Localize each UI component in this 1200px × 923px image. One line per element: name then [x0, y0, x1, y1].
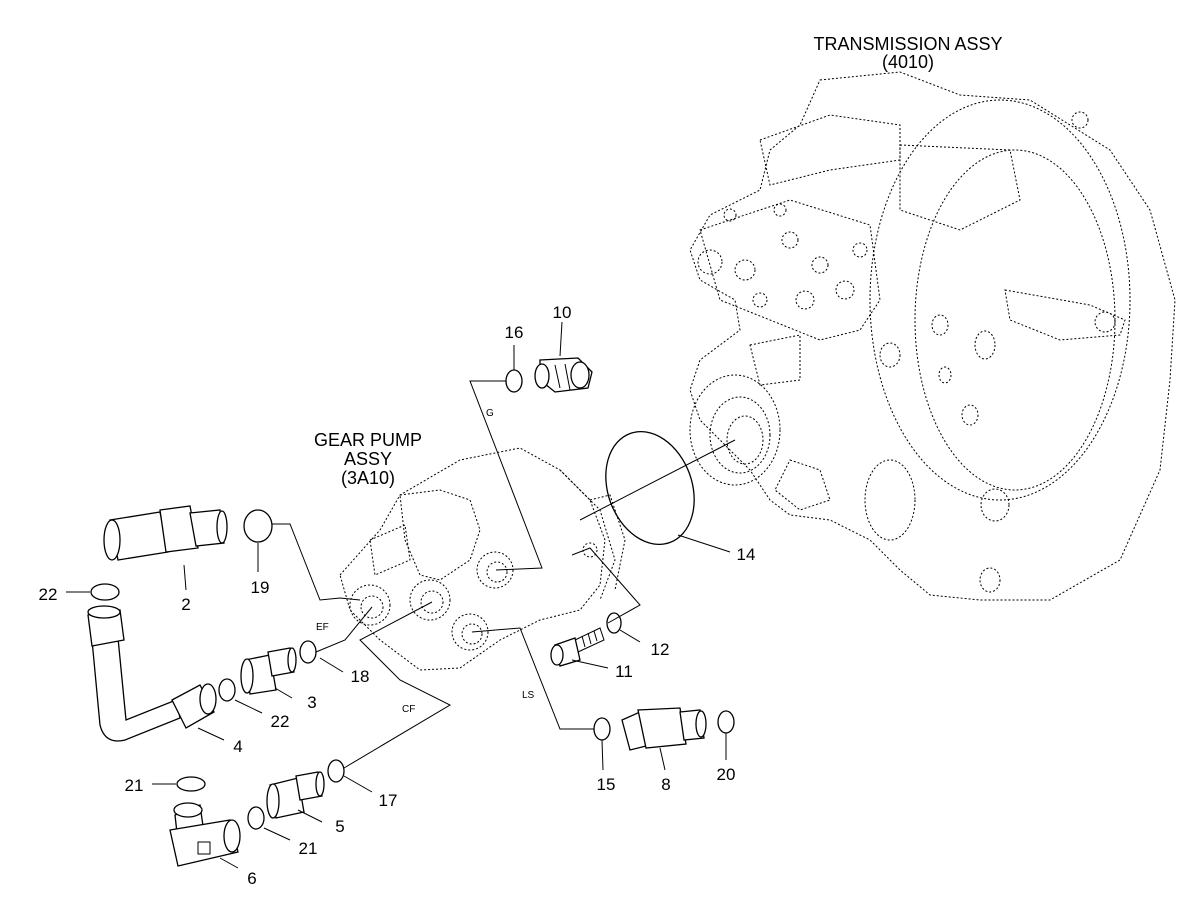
- port-label-g: G: [486, 408, 494, 419]
- adapter-part-5: [266, 771, 325, 819]
- callout-11: 11: [615, 662, 633, 681]
- bolt-part-11: [550, 627, 605, 667]
- callout-22-bottom: 22: [271, 712, 290, 731]
- callout-16: 16: [505, 323, 524, 342]
- gear-pump-assy-code: (3A10): [341, 468, 395, 488]
- tube-part-4: [87, 605, 217, 742]
- callout-12: 12: [651, 640, 670, 659]
- callout-22-top: 22: [39, 585, 58, 604]
- callout-21-top: 21: [125, 776, 144, 795]
- transmission-assy-code: (4010): [882, 52, 934, 72]
- callout-8: 8: [661, 775, 670, 794]
- callout-10: 10: [553, 303, 572, 322]
- fitting-part-2: [103, 505, 228, 561]
- elbow-part-6: [169, 802, 241, 867]
- callout-18: 18: [351, 667, 370, 686]
- callout-19: 19: [251, 578, 270, 597]
- gear-pump-assy-drawing: [339, 447, 626, 671]
- callout-4: 4: [233, 737, 242, 756]
- oring-part-21-bottom: [247, 806, 265, 830]
- transmission-assy-name: TRANSMISSION ASSY: [813, 34, 1002, 54]
- sensor-part-10: [534, 357, 593, 393]
- oring-part-22-bottom: [218, 678, 236, 702]
- port-label-ef: EF: [316, 622, 329, 633]
- gear-pump-assy-name-line2: ASSY: [344, 449, 392, 469]
- oring-part-21-top: [176, 776, 206, 792]
- oring-part-22-top: [90, 583, 120, 601]
- oring-part-19: [243, 509, 273, 543]
- oring-part-16: [505, 369, 523, 393]
- connection-lines: [66, 321, 736, 869]
- washer-part-12: [606, 612, 622, 634]
- callout-6: 6: [247, 869, 256, 888]
- oring-part-18: [299, 640, 317, 664]
- oring-part-17: [327, 759, 345, 783]
- oring-part-14: [605, 430, 695, 546]
- callout-3: 3: [307, 693, 316, 712]
- gear-pump-assy-name-line1: GEAR PUMP: [314, 430, 422, 450]
- port-label-ls: LS: [522, 690, 535, 701]
- oring-part-20: [717, 710, 735, 734]
- adapter-part-3: [240, 647, 297, 695]
- oring-part-15: [593, 717, 611, 741]
- callout-14: 14: [737, 545, 756, 564]
- port-label-cf: CF: [402, 704, 415, 715]
- callout-21-bottom: 21: [299, 839, 318, 858]
- callout-20: 20: [717, 765, 736, 784]
- callout-15: 15: [597, 775, 616, 794]
- callout-17: 17: [379, 791, 398, 810]
- callout-5: 5: [335, 817, 344, 836]
- transmission-assy-drawing: [689, 71, 1176, 601]
- fitting-part-8: [621, 707, 707, 751]
- callout-2: 2: [181, 595, 190, 614]
